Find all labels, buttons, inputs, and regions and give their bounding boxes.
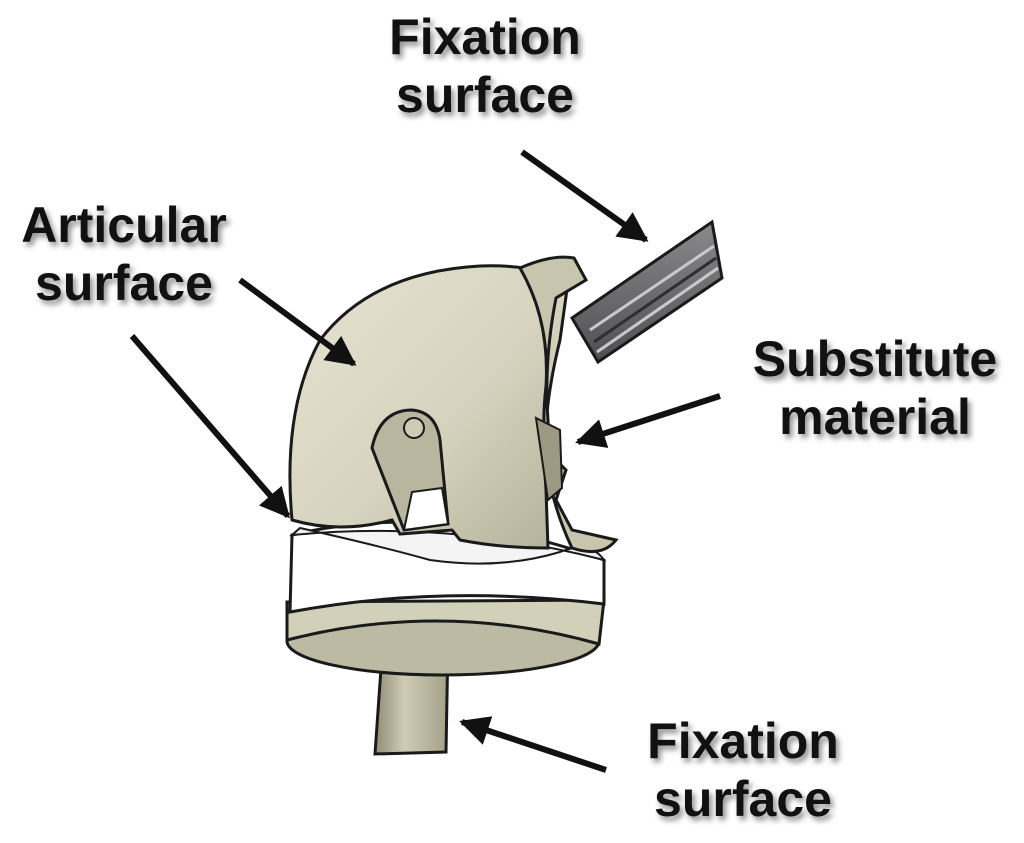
label-fixation-surface-top: Fixation surface: [360, 8, 610, 124]
tibial-tray: [285, 520, 607, 677]
arrow-articular-upper: [238, 277, 357, 367]
arrow-fixation-top: [520, 149, 649, 243]
label-line: Fixation: [647, 713, 839, 769]
label-line: Substitute: [752, 331, 998, 387]
femoral-component: [288, 255, 619, 554]
femoral-rod: [569, 219, 724, 365]
label-line: surface: [654, 771, 832, 827]
label-fixation-surface-bottom: Fixation surface: [618, 712, 868, 828]
label-line: material: [779, 389, 971, 445]
label-line: surface: [35, 255, 213, 311]
arrow-substitute: [575, 393, 721, 448]
label-line: Fixation: [389, 9, 581, 65]
arrow-fixation-bottom: [459, 716, 607, 773]
label-substitute-material: Substitute material: [726, 330, 1024, 446]
label-articular-surface: Articular surface: [0, 196, 248, 312]
label-line: Articular: [21, 197, 227, 253]
label-line: surface: [396, 67, 574, 123]
arrow-articular-lower: [129, 334, 291, 519]
